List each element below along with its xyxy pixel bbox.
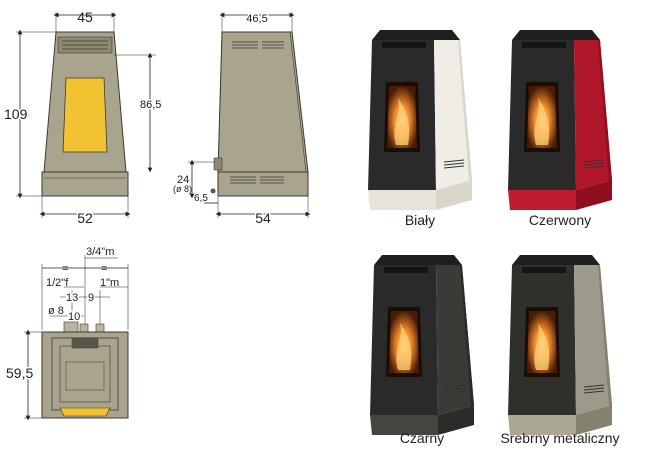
front-glass-height-label: 86,5: [140, 99, 161, 111]
rear-spacing-9: 9: [88, 292, 94, 304]
stove-variant: Czerwony: [508, 30, 612, 228]
rear-height-label: 59,5: [6, 365, 33, 381]
stove-base-side: [576, 180, 612, 210]
front-height-label: 109: [4, 106, 28, 122]
stove-vent-line: [443, 162, 465, 166]
side-depth-base-label: 54: [255, 210, 271, 226]
stove-variant: Czarny: [370, 255, 474, 446]
stove-flame: [534, 98, 550, 145]
rear-pipe-left: [63, 321, 79, 333]
front-width-top-label: 45: [77, 9, 93, 25]
stove-flame: [534, 323, 550, 370]
stove-vent-line: [583, 162, 605, 166]
stove-top: [372, 30, 460, 40]
stove-base-side: [438, 405, 474, 435]
front-width-base-label: 52: [77, 210, 93, 226]
stove-variant-label: Czarny: [400, 430, 444, 446]
stove-base-side: [576, 405, 612, 435]
stove-flame: [396, 323, 412, 370]
stove-vent-line: [583, 387, 605, 391]
stove-top: [512, 255, 600, 265]
rear-half-female-label: 1/2"f: [46, 277, 69, 289]
side-view-drawing: 46,5 24 (ø 8) 6,5 54: [173, 12, 311, 228]
rear-ash-tray: [59, 407, 111, 417]
rear-spacing-10: 10: [68, 311, 80, 323]
stove-top-grill: [522, 267, 566, 273]
stove-base-front: [368, 190, 436, 210]
stove-vent-line: [583, 159, 605, 163]
front-view-base: [41, 171, 129, 197]
stove-top-grill: [384, 267, 428, 273]
stove-side-edge: [598, 265, 612, 406]
rear-eq-left: =: [62, 263, 68, 275]
front-view-glass: [62, 77, 108, 153]
stove-variant: Srebrny metaliczny: [500, 255, 620, 446]
side-flue-diameter-label: (ø 8): [173, 184, 192, 194]
stove-vent-line: [445, 387, 467, 391]
stove-top: [512, 30, 600, 40]
rear-eq-right: =: [101, 263, 107, 275]
stove-vent-line: [583, 165, 605, 169]
rear-control-panel: [71, 337, 99, 349]
side-flue-outlet: [213, 157, 223, 171]
stove-flame: [394, 98, 410, 145]
rear-spacing-13: 13: [66, 292, 78, 304]
side-view-body: [217, 31, 309, 173]
rear-diameter-8: ø 8: [48, 305, 64, 317]
stove-variant: Biały: [368, 30, 472, 228]
stove-side-edge: [598, 40, 612, 181]
side-flue-offset-label: 6,5: [194, 193, 208, 204]
rear-pipe-right: [95, 323, 105, 333]
stove-vent-line: [445, 384, 467, 388]
side-inlet-dot: [210, 188, 216, 194]
stove-vent-line: [583, 390, 605, 394]
stove-variant-label: Czerwony: [529, 212, 591, 228]
side-depth-top-label: 46,5: [246, 13, 267, 25]
stove-top: [374, 255, 462, 265]
stove-vent-line: [443, 159, 465, 163]
stove-base-front: [370, 415, 438, 435]
stove-base-front: [508, 190, 576, 210]
rear-one-male-label: 1"m: [100, 277, 119, 289]
stove-base-front: [508, 415, 576, 435]
stove-base-side: [436, 180, 472, 210]
stove-variant-label: Biały: [405, 212, 435, 228]
rear-view-drawing: 3/4"m = = 1/2"f 1"m 13 9 ø 8 10 59,5: [5, 246, 129, 421]
stove-variant-label: Srebrny metaliczny: [500, 430, 619, 446]
stove-side-edge: [460, 265, 474, 406]
stove-vent-line: [443, 165, 465, 169]
side-view-base: [217, 171, 309, 197]
rear-pipe-middle: [79, 323, 89, 333]
front-view-drawing: 45 109 86,5 52: [3, 9, 163, 228]
stove-vent-line: [445, 390, 467, 394]
side-flue-height-label: 24: [177, 174, 189, 186]
stove-top-grill: [522, 42, 566, 48]
stove-top-grill: [382, 42, 426, 48]
stove-side-edge: [458, 40, 472, 181]
rear-top-label: 3/4"m: [86, 246, 114, 258]
stove-vent-line: [583, 384, 605, 388]
